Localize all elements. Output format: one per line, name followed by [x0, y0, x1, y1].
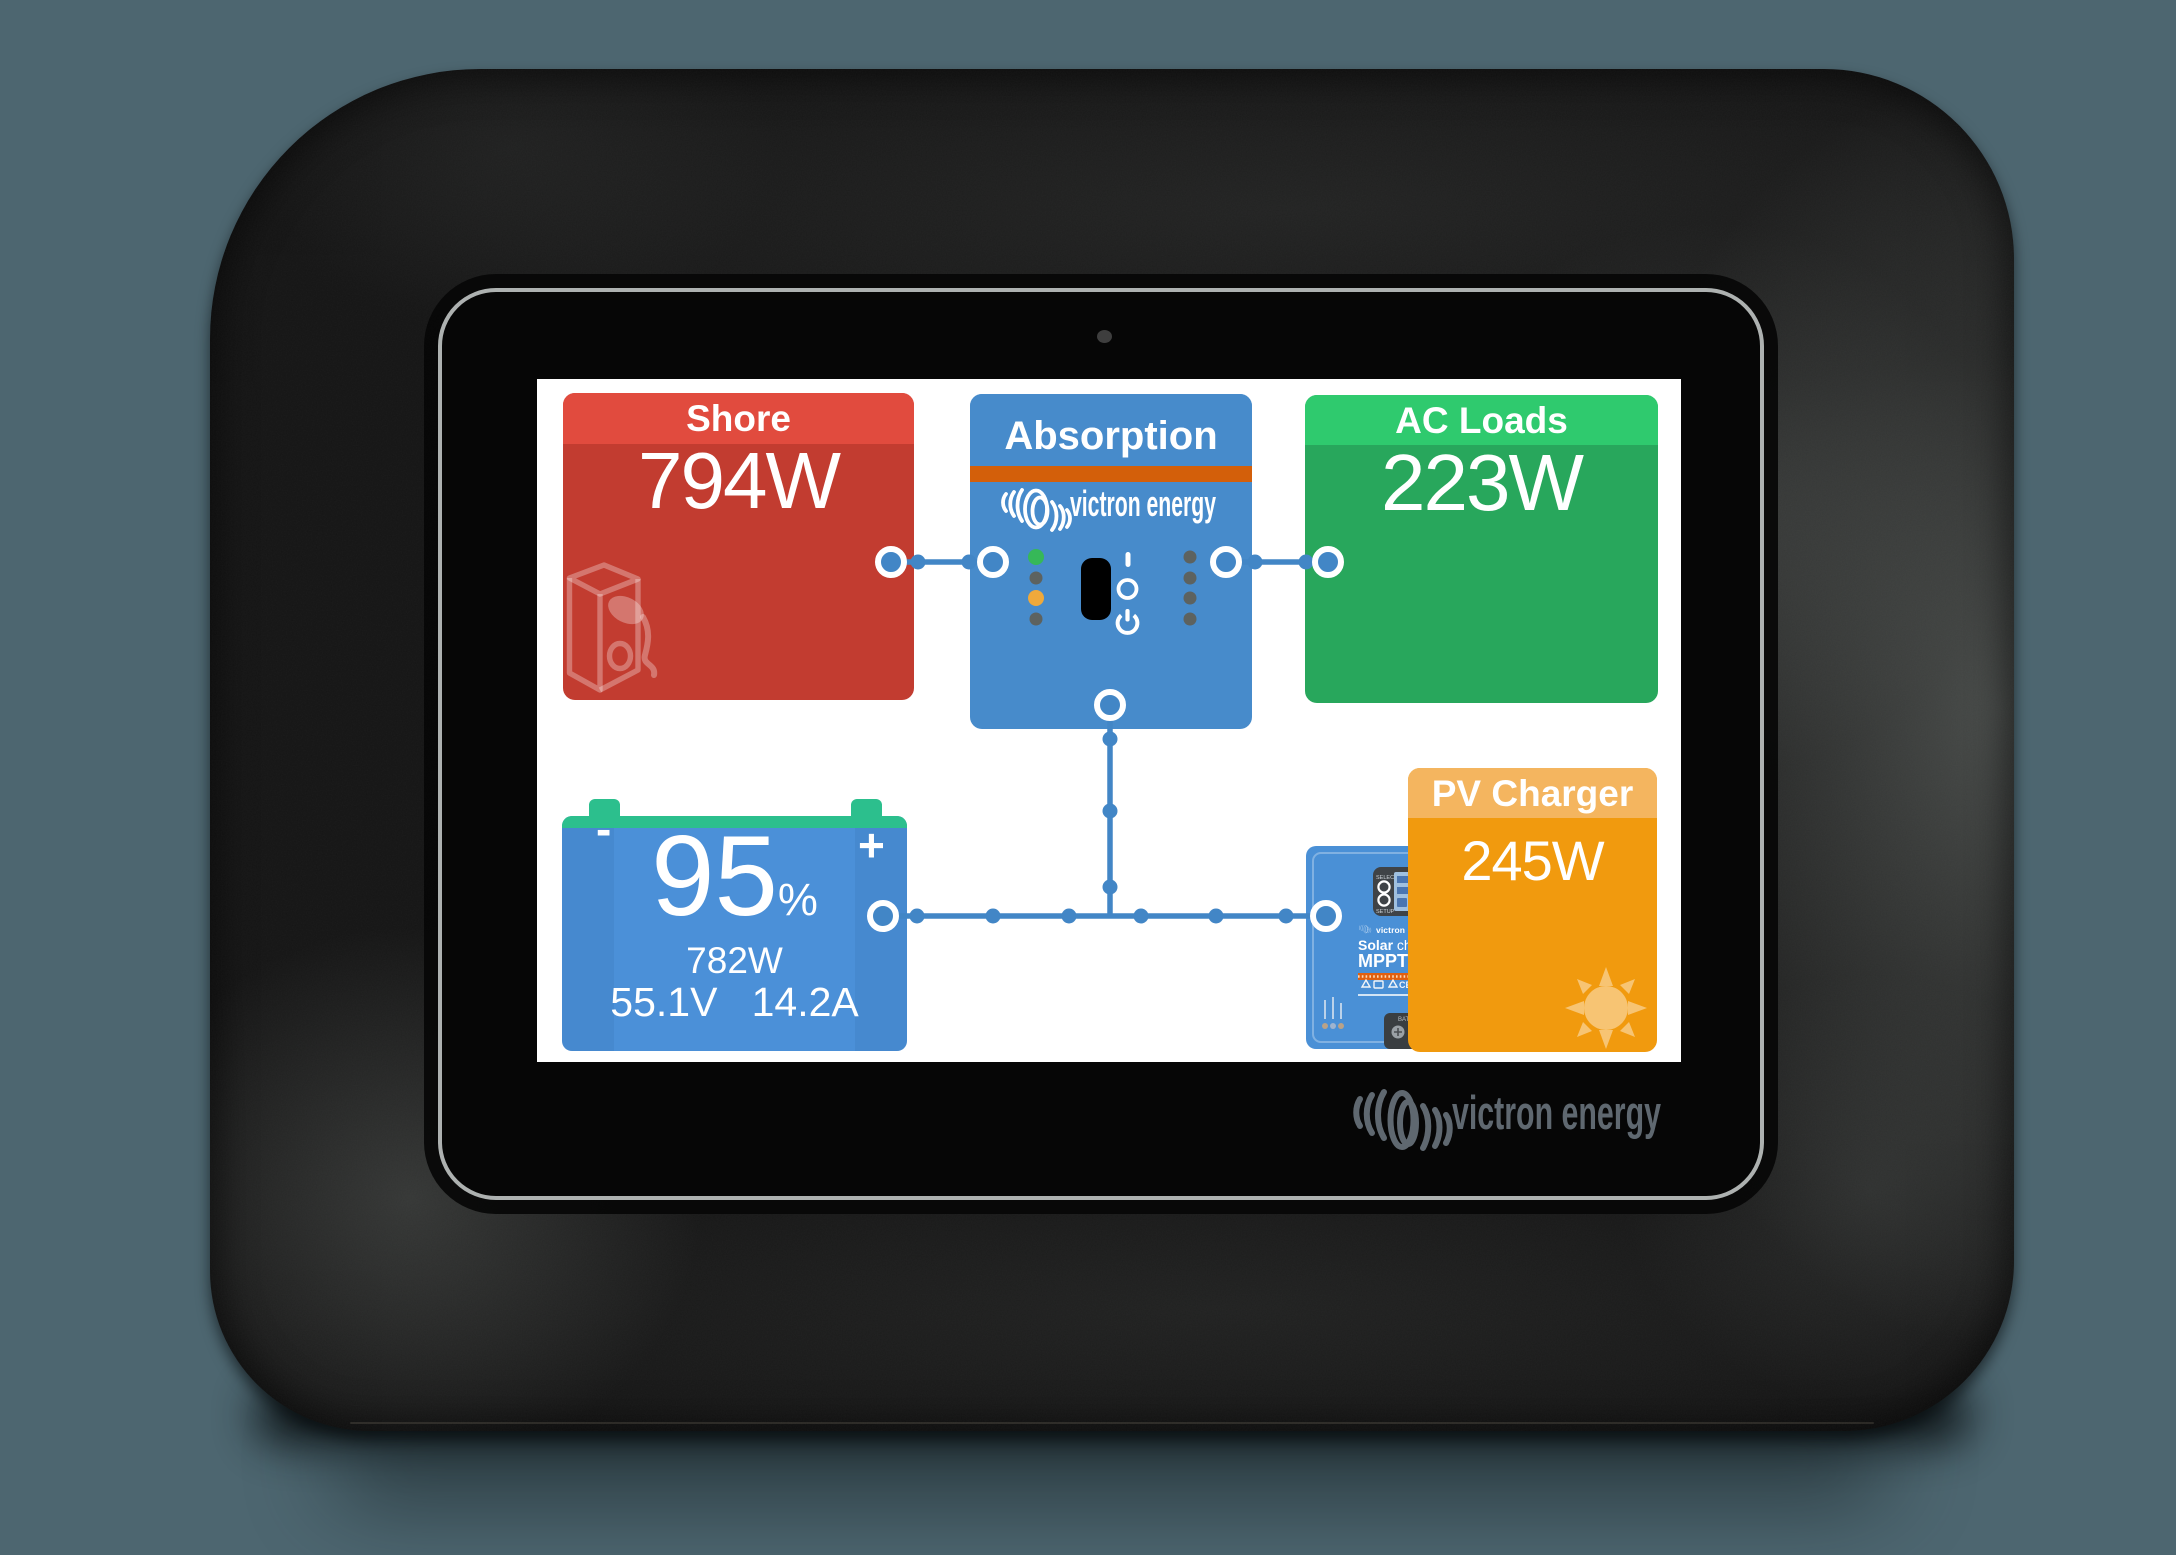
svg-text:MPPT: MPPT [1358, 951, 1408, 971]
svg-text:victron energy: victron energy [1070, 488, 1216, 524]
svg-text:victron energy: victron energy [1452, 1086, 1661, 1139]
svg-text:victron energy: victron energy [1376, 925, 1436, 935]
svg-text:SELECT: SELECT [1376, 875, 1398, 881]
svg-text:SETUP: SETUP [1376, 909, 1395, 915]
